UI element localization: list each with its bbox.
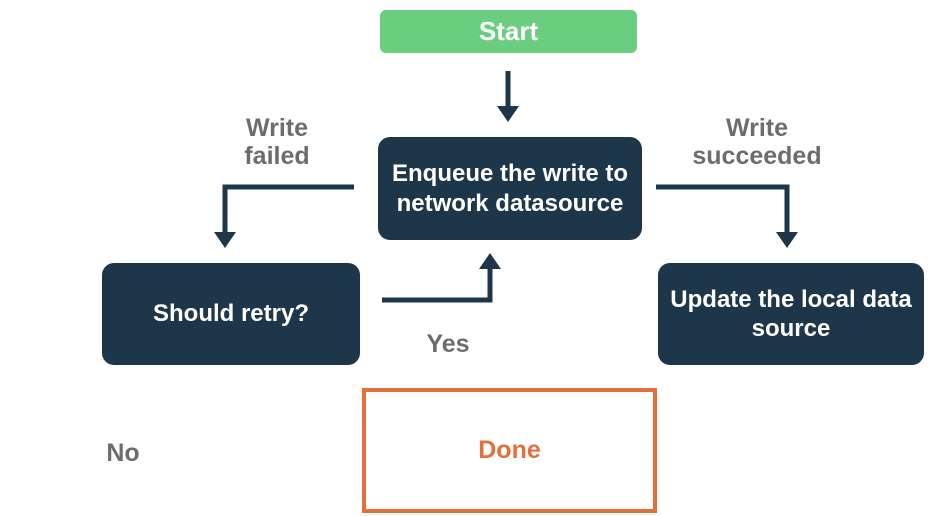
write-succeeded-edge-label: Write succeeded: [692, 114, 822, 170]
enqueue-write-node: Enqueue the write to network datasource: [378, 137, 642, 240]
update-local-data-node: Update the local data source: [658, 263, 924, 365]
start-node: Start: [380, 10, 637, 53]
write-failed-edge-label: Write failed: [244, 114, 310, 170]
arrow-enqueue-to-update-local: [656, 184, 798, 248]
arrow-enqueue-to-should-retry: [214, 184, 354, 248]
arrow-start-to-enqueue: [497, 71, 519, 122]
done-node: Done: [362, 388, 657, 513]
yes-edge-label: Yes: [426, 330, 470, 358]
should-retry-node: Should retry?: [102, 263, 360, 365]
arrow-should-retry-to-enqueue: [382, 253, 501, 303]
no-edge-label: No: [106, 439, 140, 467]
